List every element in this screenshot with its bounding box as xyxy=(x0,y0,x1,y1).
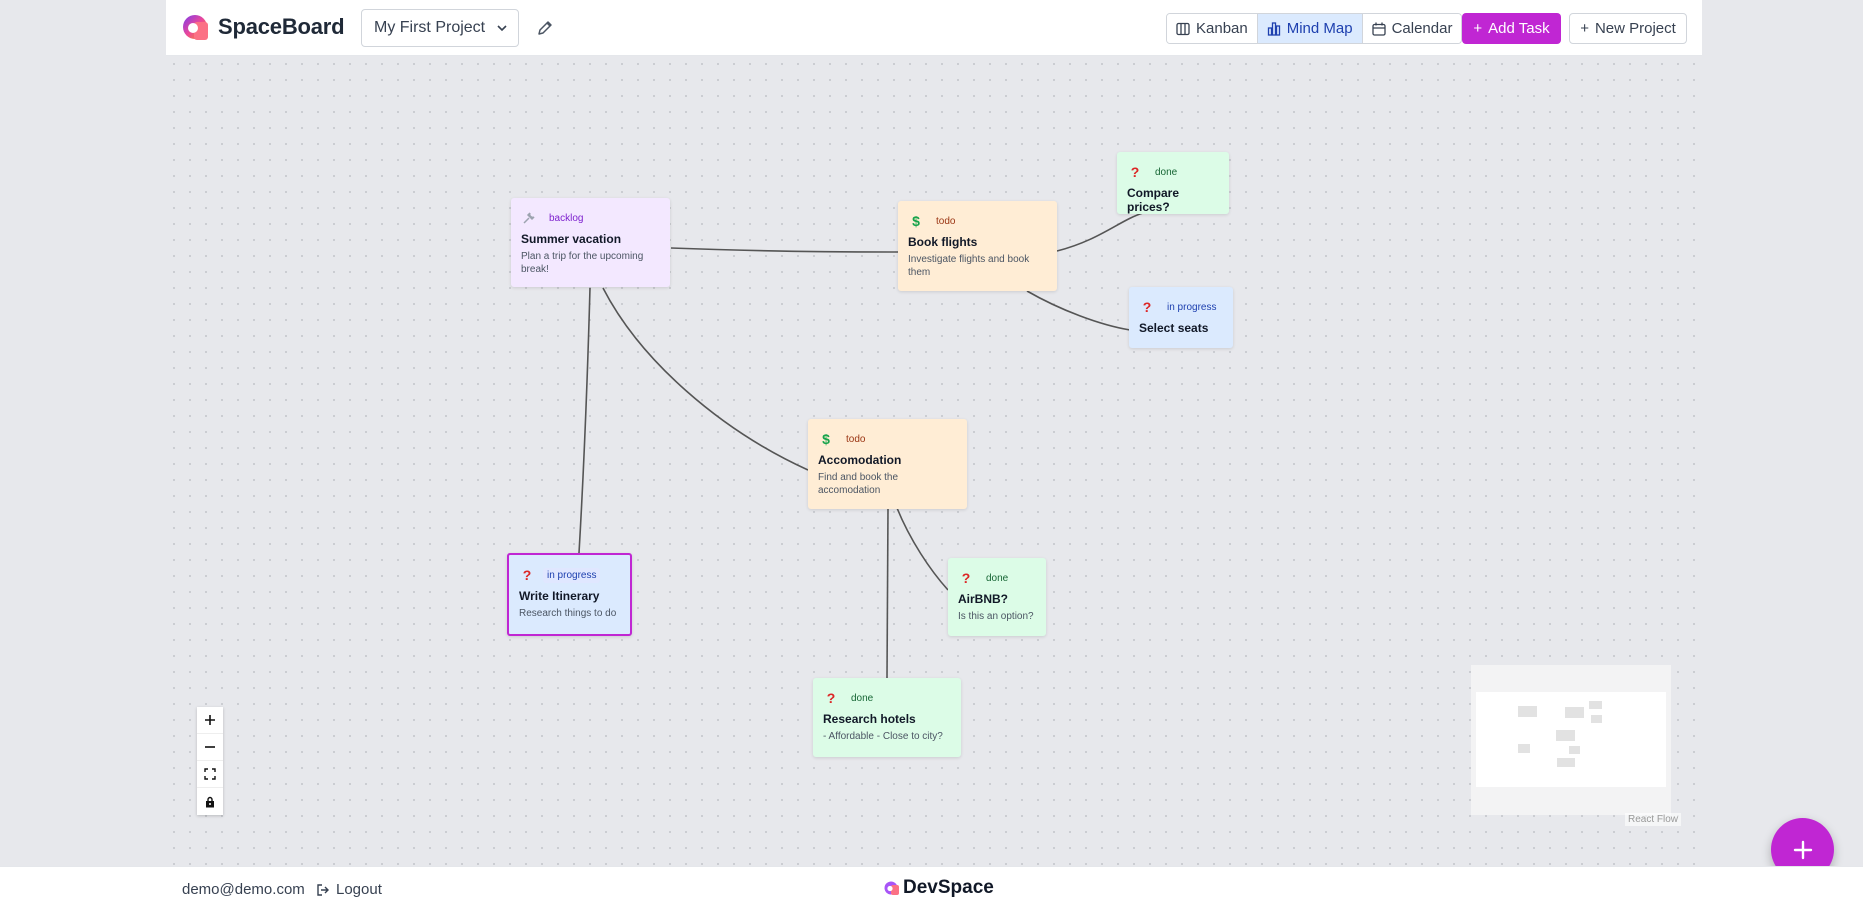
minimap-node xyxy=(1589,701,1602,709)
spaceboard-logo-icon xyxy=(183,15,208,40)
task-title: Compare prices? xyxy=(1127,186,1180,214)
minimap-node xyxy=(1591,715,1602,723)
task-node-airbnb[interactable]: ? done AirBNB? Is this an option? xyxy=(948,558,1046,636)
calendar-icon xyxy=(1371,22,1386,36)
task-description: Research things to do xyxy=(519,608,617,619)
devspace-logo-icon xyxy=(884,881,899,895)
task-node-book-flights[interactable]: $ todo Book flights Investigate flights … xyxy=(898,201,1057,291)
wrench-icon xyxy=(521,210,537,226)
view-kanban-label: Kanban xyxy=(1196,20,1248,37)
dollar-icon: $ xyxy=(822,431,830,447)
canvas-controls xyxy=(197,707,223,815)
task-title: Accomodation xyxy=(818,453,902,467)
question-icon: ? xyxy=(522,567,532,583)
question-icon: ? xyxy=(961,570,971,586)
minus-icon xyxy=(205,746,215,748)
plus-icon: + xyxy=(1473,20,1483,37)
question-icon: ? xyxy=(1142,299,1152,315)
view-kanban-button[interactable]: Kanban xyxy=(1167,14,1258,43)
task-node-accomodation[interactable]: $ todo Accomodation Find and book the ac… xyxy=(808,419,967,509)
status-badge: in progress xyxy=(543,567,601,583)
logout-button[interactable]: Logout xyxy=(316,881,382,898)
zoom-out-button[interactable] xyxy=(197,734,223,761)
zoom-in-button[interactable] xyxy=(197,707,223,734)
plus-icon xyxy=(205,715,215,725)
status-badge: todo xyxy=(846,433,866,445)
question-icon: ? xyxy=(1130,164,1140,180)
minimap-node xyxy=(1518,706,1537,717)
view-mind-map-button[interactable]: Mind Map xyxy=(1257,14,1363,43)
task-description: Plan a trip for the upcoming break! xyxy=(521,251,644,275)
task-title: Select seats xyxy=(1139,321,1209,335)
minimap-node xyxy=(1556,730,1575,741)
fit-view-button[interactable] xyxy=(197,761,223,788)
task-description: Investigate flights and book them xyxy=(908,254,1030,278)
status-badge: backlog xyxy=(549,212,584,224)
minimap-node xyxy=(1569,746,1580,754)
project-select-value: My First Project xyxy=(374,19,486,36)
footer-brand: DevSpace xyxy=(884,877,994,899)
footer-brand-name: DevSpace xyxy=(903,877,994,898)
top-bar: SpaceBoard My First Project Kanban Mind … xyxy=(166,0,1702,56)
question-icon: ? xyxy=(826,690,836,706)
dollar-icon: $ xyxy=(912,213,920,229)
status-badge: todo xyxy=(936,215,956,227)
add-task-label: Add Task xyxy=(1488,20,1550,37)
task-title: Summer vacation xyxy=(521,232,622,246)
minimap-viewport xyxy=(1476,692,1666,787)
plus-icon: + xyxy=(1580,20,1589,37)
task-description: Find and book the accomodation xyxy=(818,472,899,496)
mind-map-icon xyxy=(1267,21,1280,36)
status-badge: done xyxy=(986,572,1009,584)
add-task-button[interactable]: + Add Task xyxy=(1462,13,1561,44)
plus-icon xyxy=(1793,840,1812,859)
task-node-select-seats[interactable]: ? in progress Select seats xyxy=(1129,287,1233,348)
status-badge: in progress xyxy=(1167,301,1217,313)
kanban-icon xyxy=(1176,22,1190,35)
fit-view-icon xyxy=(204,768,216,780)
task-node-compare-prices[interactable]: ? done Compare prices? xyxy=(1117,152,1229,214)
view-calendar-button[interactable]: Calendar xyxy=(1362,14,1462,43)
task-node-research-hotels[interactable]: ? done Research hotels - Affordable - Cl… xyxy=(813,678,961,757)
task-title: Book flights xyxy=(908,235,978,249)
minimap-node xyxy=(1565,707,1584,718)
minimap-node xyxy=(1518,744,1530,753)
task-title: AirBNB? xyxy=(958,592,1008,606)
edit-project-pencil-icon[interactable] xyxy=(533,16,557,40)
logout-icon xyxy=(317,883,329,896)
task-node-summer-vacation[interactable]: backlog Summer vacation Plan a trip for … xyxy=(511,198,670,287)
react-flow-attribution[interactable]: React Flow xyxy=(1625,813,1682,826)
project-select[interactable]: My First Project xyxy=(361,9,519,47)
footer: demo@demo.com Logout DevSpace xyxy=(0,866,1863,911)
task-description: - Affordable - Close to city? xyxy=(823,731,943,742)
minimap-node xyxy=(1557,758,1575,767)
view-mind-map-label: Mind Map xyxy=(1286,20,1353,37)
status-badge: done xyxy=(851,692,874,704)
lock-button[interactable] xyxy=(197,788,223,815)
task-title: Research hotels xyxy=(823,712,916,726)
new-project-button[interactable]: + New Project xyxy=(1569,13,1687,44)
lock-icon xyxy=(206,796,214,807)
logout-label: Logout xyxy=(336,881,382,898)
chevron-down-icon xyxy=(497,25,507,32)
brand-name: SpaceBoard xyxy=(218,14,345,39)
status-badge: done xyxy=(1155,166,1178,178)
minimap[interactable] xyxy=(1471,665,1671,815)
view-calendar-label: Calendar xyxy=(1391,20,1453,37)
user-email: demo@demo.com xyxy=(182,881,305,898)
new-project-label: New Project xyxy=(1594,20,1676,37)
task-node-write-itinerary[interactable]: ? in progress Write Itinerary Research t… xyxy=(507,553,632,636)
task-title: Write Itinerary xyxy=(519,589,600,603)
task-description: Is this an option? xyxy=(958,611,1034,622)
view-switcher: Kanban Mind Map Calendar xyxy=(1166,13,1463,44)
